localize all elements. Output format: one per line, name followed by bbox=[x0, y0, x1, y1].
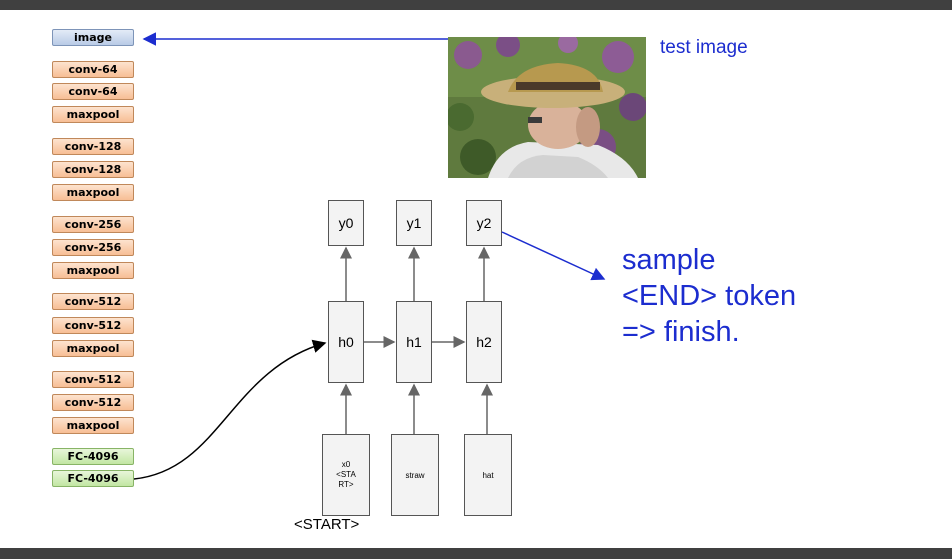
input-hat: hat bbox=[464, 434, 512, 516]
layer-conv-512-b: conv-512 bbox=[52, 317, 134, 334]
layer-maxpool-3: maxpool bbox=[52, 262, 134, 279]
slide-top-bar bbox=[0, 0, 952, 10]
output-y2: y2 bbox=[466, 200, 502, 246]
layer-maxpool-2: maxpool bbox=[52, 184, 134, 201]
layer-fc-4096-a: FC-4096 bbox=[52, 448, 134, 465]
layer-conv-512-c: conv-512 bbox=[52, 371, 134, 388]
layer-conv-64-b: conv-64 bbox=[52, 83, 134, 100]
test-image-label: test image bbox=[660, 37, 748, 58]
end-token-note-text: sample <END> token => finish. bbox=[622, 244, 797, 348]
hidden-h2: h2 bbox=[466, 301, 502, 383]
input-x0-label: x0 <STA RT> bbox=[336, 460, 356, 489]
layer-conv-128-b: conv-128 bbox=[52, 161, 134, 178]
input-straw: straw bbox=[391, 434, 439, 516]
input-x0: x0 <STA RT> bbox=[322, 434, 370, 516]
layer-conv-128-a: conv-128 bbox=[52, 138, 134, 155]
test-image-photo bbox=[448, 37, 646, 178]
output-y1: y1 bbox=[396, 200, 432, 246]
layer-maxpool-4: maxpool bbox=[52, 340, 134, 357]
layer-conv-256-a: conv-256 bbox=[52, 216, 134, 233]
y2-to-note-arrow bbox=[501, 231, 606, 281]
fc-to-h0-arrow bbox=[133, 339, 327, 480]
layer-conv-256-b: conv-256 bbox=[52, 239, 134, 256]
end-token-note: sample <END> token => finish. bbox=[622, 242, 796, 350]
input-hat-label: hat bbox=[482, 470, 494, 480]
hidden-h0: h0 bbox=[328, 301, 364, 383]
start-token-label: <START> bbox=[294, 516, 360, 533]
layer-fc-4096-b: FC-4096 bbox=[52, 470, 134, 487]
layer-maxpool-1: maxpool bbox=[52, 106, 134, 123]
hidden-h1: h1 bbox=[396, 301, 432, 383]
layer-conv-512-d: conv-512 bbox=[52, 394, 134, 411]
input-straw-label: straw bbox=[405, 470, 425, 480]
layer-maxpool-5: maxpool bbox=[52, 417, 134, 434]
layer-image: image bbox=[52, 29, 134, 46]
layer-conv-64-a: conv-64 bbox=[52, 61, 134, 78]
output-y0: y0 bbox=[328, 200, 364, 246]
slide-bottom-bar bbox=[0, 548, 952, 559]
layer-conv-512-a: conv-512 bbox=[52, 293, 134, 310]
